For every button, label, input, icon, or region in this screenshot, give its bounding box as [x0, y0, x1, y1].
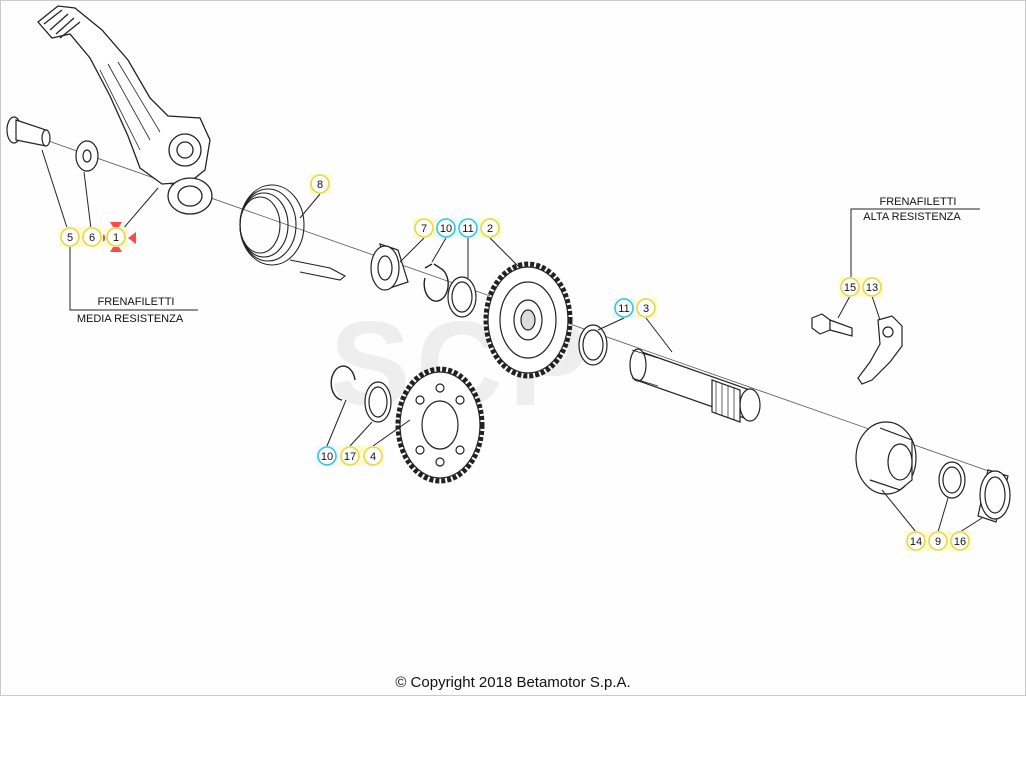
callout-label: 6: [89, 232, 95, 244]
callout-2[interactable]: 2: [479, 218, 501, 238]
stop-bolt[interactable]: [811, 313, 853, 337]
copyright-notice: © Copyright 2018 Betamotor S.p.A.: [395, 674, 631, 691]
callout-group: 5 6 1 8 7 10 11 2 11 3 10 17 4 15 13 14 9 16: [59, 174, 971, 551]
callout-label: 16: [954, 536, 966, 548]
callout-5[interactable]: 5: [59, 227, 81, 247]
washer-6[interactable]: [75, 140, 99, 172]
return-spring[interactable]: [239, 184, 346, 281]
callout-11[interactable]: 11: [613, 298, 635, 318]
exploded-parts-diagram: SCP: [6, 5, 1011, 551]
callout-7[interactable]: 7: [413, 218, 435, 238]
svg-text:FRENAFILETTI: FRENAFILETTI: [879, 196, 956, 208]
stop-plate[interactable]: [857, 315, 903, 385]
callout-label: 11: [462, 223, 473, 235]
svg-text:ALTA RESISTENZA: ALTA RESISTENZA: [863, 211, 961, 223]
idler-gear[interactable]: [395, 366, 485, 484]
callout-15[interactable]: 15: [839, 277, 861, 297]
callout-10[interactable]: 10: [316, 446, 338, 466]
callout-9[interactable]: 9: [927, 531, 949, 551]
callout-3[interactable]: 3: [635, 298, 657, 318]
callout-17[interactable]: 17: [339, 446, 361, 466]
callout-label: 10: [321, 451, 333, 463]
callout-11[interactable]: 11: [457, 218, 479, 238]
circlip-upper[interactable]: [423, 263, 449, 302]
callout-label: 13: [866, 282, 878, 294]
callout-4[interactable]: 4: [362, 446, 384, 466]
callout-13[interactable]: 13: [861, 277, 883, 297]
callout-label: 15: [844, 282, 856, 294]
callout-8[interactable]: 8: [309, 174, 331, 194]
callout-label: 11: [618, 303, 629, 315]
shim-washer-upper[interactable]: [447, 276, 477, 318]
callout-label: 4: [370, 451, 376, 463]
leader-lines: [41, 149, 983, 533]
note-medium-threadlocker: FRENAFILETTI MEDIA RESISTENZA: [77, 296, 184, 325]
callout-6[interactable]: 6: [81, 227, 103, 247]
callout-14[interactable]: 14: [905, 531, 927, 551]
callout-label: 17: [344, 451, 356, 463]
svg-text:FRENAFILETTI: FRENAFILETTI: [97, 296, 174, 308]
callout-label: 9: [935, 536, 941, 548]
svg-text:MEDIA RESISTENZA: MEDIA RESISTENZA: [77, 313, 184, 325]
ratchet-spring[interactable]: [977, 469, 1011, 523]
callout-label: 14: [910, 536, 922, 548]
callout-label: 1: [113, 232, 119, 244]
callout-1[interactable]: 1: [105, 227, 127, 247]
note-high-threadlocker: FRENAFILETTI ALTA RESISTENZA: [863, 196, 961, 223]
kickstart-shaft[interactable]: [629, 348, 761, 423]
callout-label: 2: [487, 223, 493, 235]
kickstart-gear[interactable]: [483, 261, 573, 379]
callout-label: 5: [67, 232, 73, 244]
washer-17[interactable]: [364, 381, 392, 423]
callout-16[interactable]: 16: [949, 531, 971, 551]
pivot-bolt[interactable]: [6, 116, 51, 147]
callout-label: 7: [421, 223, 427, 235]
callout-10[interactable]: 10: [435, 218, 457, 238]
ratchet[interactable]: [855, 421, 917, 495]
kickstart-lever[interactable]: [37, 5, 213, 215]
washer-9[interactable]: [938, 461, 966, 499]
callout-label: 8: [317, 179, 323, 191]
bushing[interactable]: [370, 243, 409, 291]
circlip-lower[interactable]: [330, 365, 356, 401]
shim-washer-lower[interactable]: [578, 324, 608, 366]
callout-label: 10: [440, 223, 452, 235]
callout-label: 3: [643, 303, 649, 315]
